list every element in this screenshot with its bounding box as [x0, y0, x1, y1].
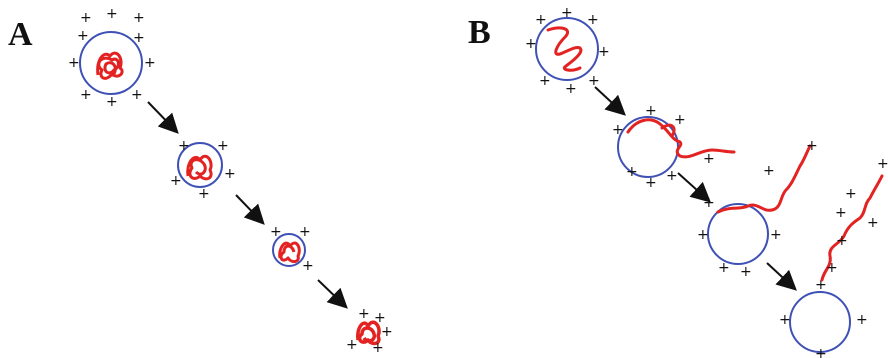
- folded-polymer: [278, 241, 301, 264]
- charge-plus: +: [779, 312, 791, 328]
- charge-plus: +: [358, 306, 370, 322]
- vesicle-b4: + + + +: [779, 277, 868, 358]
- charge-plus: +: [612, 122, 624, 138]
- charge-plus: +: [587, 12, 599, 28]
- panel-label-b: B: [468, 14, 491, 51]
- charge-plus: +: [302, 258, 314, 274]
- charge-plus: +: [645, 175, 657, 191]
- charge-plus: +: [815, 277, 827, 293]
- charge-plus: +: [525, 36, 537, 52]
- charge-plus: +: [856, 312, 868, 328]
- charge-plus: +: [806, 138, 818, 154]
- charge-plus: +: [645, 103, 657, 119]
- charge-plus: +: [217, 138, 229, 154]
- panel-b: + + + + + + + + + + + + + + + +: [525, 5, 888, 358]
- vesicle-a1: + + + + + + + + + +: [68, 6, 156, 110]
- charge-plus: +: [626, 164, 638, 180]
- charge-plus: +: [224, 166, 236, 182]
- collapsed-polymer-a4: + + + + +: [346, 306, 393, 356]
- folded-polymer: [355, 320, 381, 346]
- vesicle-b2: + + + + + + +: [612, 103, 736, 191]
- charge-plus: +: [535, 12, 547, 28]
- panel-label-a: A: [8, 16, 33, 53]
- arrow: [594, 86, 626, 116]
- charge-plus: +: [770, 227, 782, 243]
- charge-plus: +: [381, 324, 393, 340]
- arrow: [235, 194, 265, 225]
- charge-plus: +: [703, 195, 715, 211]
- charge-plus: +: [674, 112, 686, 128]
- charge-plus: +: [565, 81, 577, 97]
- charge-plus: +: [178, 138, 190, 154]
- charge-plus: +: [270, 224, 282, 240]
- charge-plus: +: [80, 87, 92, 103]
- charge-plus: +: [835, 205, 847, 221]
- charge-plus: +: [815, 346, 827, 358]
- charge-plus: +: [588, 73, 600, 89]
- charge-plus: +: [763, 163, 775, 179]
- vesicle-b3: + + + + + + +: [697, 138, 818, 280]
- vesicle-a3: + + +: [270, 224, 314, 274]
- charge-plus: +: [106, 94, 118, 110]
- membrane-circle: [707, 203, 769, 265]
- charge-plus: +: [77, 28, 89, 44]
- charge-plus: +: [170, 173, 182, 189]
- charge-plus: +: [867, 215, 879, 231]
- vesicle-a2: + + + + +: [170, 138, 236, 202]
- charge-plus: +: [666, 168, 678, 184]
- charge-plus: +: [845, 186, 857, 202]
- membrane-circle: [79, 31, 143, 95]
- arrow: [766, 262, 797, 291]
- membrane-circle: [177, 142, 223, 188]
- coiled-polymer: [546, 26, 583, 72]
- charge-plus: +: [133, 30, 145, 46]
- escaping-polymer: [626, 118, 736, 159]
- charge-plus: +: [539, 73, 551, 89]
- escaping-polymer: [716, 144, 812, 214]
- charge-plus: +: [740, 264, 752, 280]
- charge-plus: +: [836, 233, 848, 249]
- charge-plus: +: [826, 260, 838, 276]
- membrane-circle: [535, 17, 599, 81]
- charge-plus: +: [598, 44, 610, 60]
- charge-plus: +: [299, 224, 311, 240]
- charge-plus: +: [372, 340, 384, 356]
- charge-plus: +: [877, 156, 888, 172]
- charge-plus: +: [144, 55, 156, 71]
- arrow: [317, 279, 348, 309]
- charge-plus: +: [106, 6, 118, 22]
- folded-polymer: [96, 51, 124, 80]
- charge-plus: +: [561, 5, 573, 21]
- arrow: [147, 101, 179, 134]
- charge-plus: +: [374, 310, 386, 326]
- released-polymer: + + + + + +: [820, 156, 888, 282]
- arrow: [677, 172, 711, 203]
- folded-polymer: [186, 154, 213, 181]
- vesicle-b1: + + + + + + + +: [525, 5, 610, 97]
- membrane-circle: [272, 233, 306, 267]
- charge-plus: +: [346, 337, 358, 353]
- charge-plus: +: [718, 260, 730, 276]
- charge-plus: +: [133, 10, 145, 26]
- charge-plus: +: [131, 87, 143, 103]
- charge-plus: +: [198, 186, 210, 202]
- charge-plus: +: [80, 10, 92, 26]
- charge-plus: +: [68, 55, 80, 71]
- charge-plus: +: [697, 227, 709, 243]
- membrane-circle: [789, 291, 851, 353]
- free-polymer: [820, 174, 884, 282]
- charge-plus: +: [703, 151, 715, 167]
- panel-a: + + + + + + + + + + + + + + + + +: [68, 6, 393, 356]
